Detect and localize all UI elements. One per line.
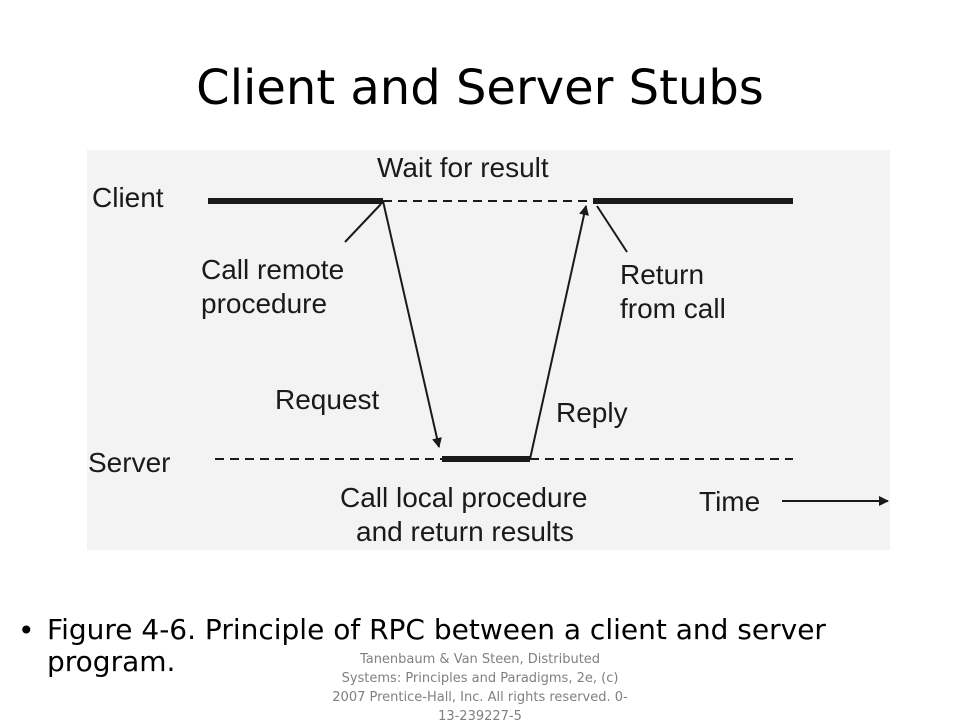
server-label: Server xyxy=(88,447,170,478)
time-label: Time xyxy=(699,486,760,517)
return-label-line1: Return xyxy=(620,259,704,290)
rpc-diagram: Client Server Wait for result Call remot… xyxy=(87,150,890,550)
figure-caption: Figure 4-6. Principle of RPC between a c… xyxy=(47,613,826,678)
slide-title: Client and Server Stubs xyxy=(196,60,764,116)
request-label: Request xyxy=(275,384,380,415)
return-label-line2: from call xyxy=(620,293,726,324)
call-remote-label-line2: procedure xyxy=(201,288,327,319)
bullet-marker: • xyxy=(18,614,35,647)
client-label: Client xyxy=(92,182,164,213)
call-remote-pointer xyxy=(344,203,382,243)
reply-label: Reply xyxy=(556,397,628,428)
reply-arrow xyxy=(529,205,589,460)
call-remote-label-line1: Call remote xyxy=(201,254,344,285)
call-local-label-line2: and return results xyxy=(356,516,574,547)
call-local-label-line1: Call local procedure xyxy=(340,482,587,513)
wait-for-result-label: Wait for result xyxy=(377,152,549,183)
request-arrow xyxy=(382,200,442,448)
return-pointer xyxy=(596,205,628,253)
rpc-diagram-svg: Client Server Wait for result Call remot… xyxy=(88,152,889,547)
copyright-credit: Tanenbaum & Van Steen, Distributed Syste… xyxy=(332,652,628,724)
